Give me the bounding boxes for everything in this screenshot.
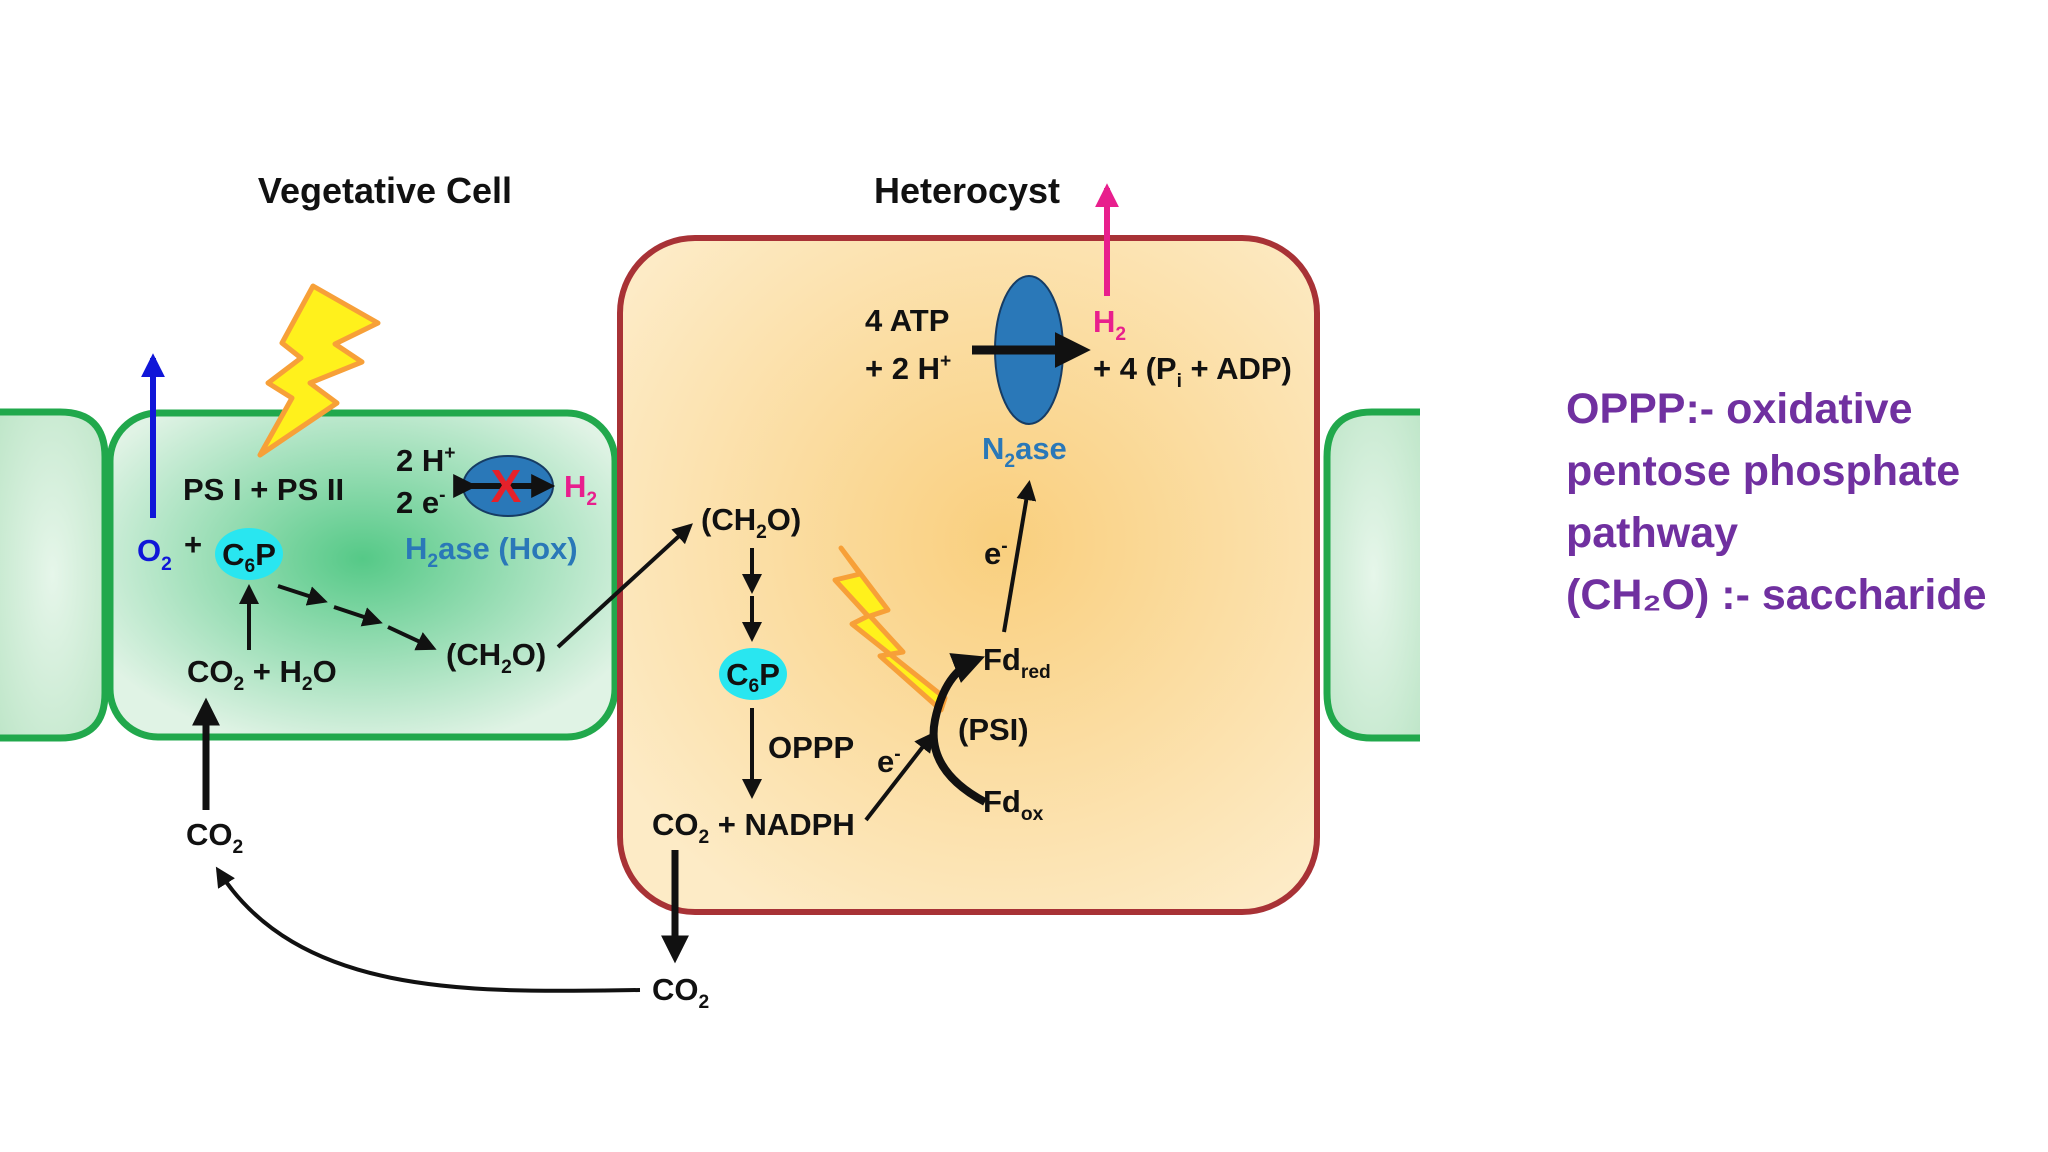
co2-label-bottom: CO2 (652, 972, 709, 1013)
fd-red-label: Fdred (983, 642, 1051, 683)
c6p-label-vegetative: C6P (222, 537, 276, 577)
hydrogenase-label: H2ase (Hox) (405, 531, 578, 572)
definitions-panel: OPPP:- oxidative pentose phosphate pathw… (1566, 378, 2026, 626)
co2-return-arrow (215, 866, 641, 993)
right-neighbor-cell (1323, 408, 1420, 742)
ch2o-label-heterocyst: (CH2O) (701, 502, 801, 543)
electron-label-lower: e- (877, 744, 901, 779)
fd-to-nitrogenase-arrow (1002, 480, 1037, 633)
nitrogenase-label: N2ase (982, 431, 1067, 472)
c6p-label-heterocyst: C6P (726, 657, 780, 697)
proton-label: 2 H+ (396, 443, 455, 478)
psi-label: (PSI) (958, 712, 1029, 747)
heterocyst-cell (617, 235, 1320, 915)
dashed-pathway-arrows (277, 584, 437, 651)
ch2o-label-vegetative: (CH2O) (446, 637, 546, 678)
electron-label: 2 e- (396, 485, 446, 520)
electron-label-upper: e- (984, 536, 1008, 571)
h2-label-vegetative: H2 (564, 469, 597, 510)
oppp-definition-line-2: pentose phosphate (1566, 447, 1961, 495)
oppp-label: OPPP (768, 730, 854, 765)
co2-h2o-label: CO2 + H2O (187, 654, 337, 695)
oxygen-label: O2 (137, 533, 172, 575)
left-neighbor-cell (0, 408, 109, 742)
lightning-bolt-icon (257, 283, 381, 458)
atp-label: 4 ATP (865, 303, 949, 338)
blocked-x-icon: X (491, 460, 522, 512)
oppp-definition-line-3: pathway (1566, 509, 1739, 557)
fd-ox-label: Fdox (983, 784, 1044, 825)
proton-label-heterocyst: + 2 H+ (865, 351, 951, 386)
ch2o-transfer-arrow (556, 523, 693, 649)
h2-label-heterocyst: H2 (1093, 304, 1126, 345)
oppp-definition-line-1: OPPP:- oxidative (1566, 385, 1913, 433)
ch2o-definition-line: (CH₂O) :- saccharide (1566, 571, 1987, 619)
plus-sign: + (184, 527, 202, 562)
vegetative-cell (106, 409, 619, 741)
pi-adp-label: + 4 (Pi + ADP) (1093, 351, 1292, 392)
c6p-node-heterocyst (719, 648, 787, 700)
c6p-node-vegetative (215, 528, 283, 580)
photosystems-label: PS I + PS II (183, 472, 344, 507)
co2-label-left: CO2 (186, 817, 243, 858)
heterocyst-title: Heterocyst (874, 170, 1060, 211)
co2-nadph-label: CO2 + NADPH (652, 807, 855, 848)
nadph-to-psi-arrow (864, 731, 935, 822)
vegetative-cell-title: Vegetative Cell (258, 170, 512, 211)
fd-cycle-arrow (929, 653, 987, 806)
